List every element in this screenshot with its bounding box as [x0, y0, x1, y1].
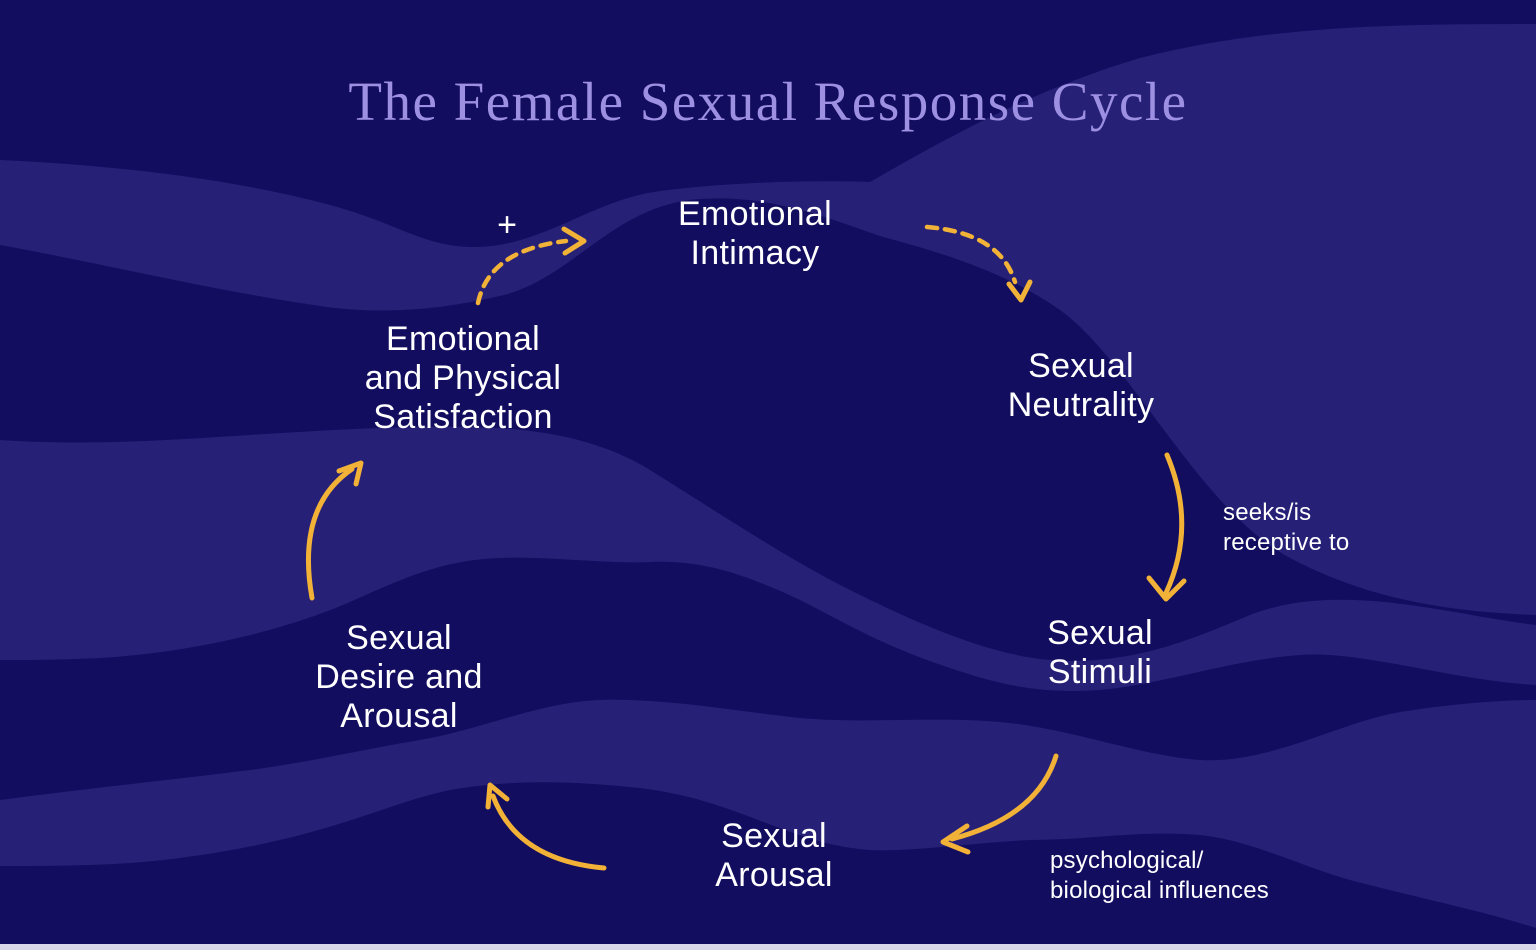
edge-label-line: biological influences [1050, 877, 1270, 904]
stage-label-line: and Physical [364, 359, 562, 397]
arrowhead-up-right-icon [336, 460, 364, 487]
stage-label-line: Arousal [340, 697, 458, 735]
arrow-stimuli-to-arousal [949, 753, 1059, 842]
stage-sexual-neutrality: Sexual Neutrality [1008, 347, 1155, 425]
arrowhead-right-icon [561, 226, 587, 256]
stage-label-line: Sexual [1028, 347, 1134, 385]
arrow-neutrality-to-stimuli [1163, 452, 1185, 596]
arrowhead-down-left-icon [1146, 575, 1187, 602]
dashed-arrow-intimacy-to-neutrality [924, 224, 1018, 285]
stage-label-line: Sexual [1047, 614, 1153, 652]
bottom-strip [0, 944, 1536, 950]
arrow-desire-to-satisfaction [305, 466, 355, 601]
stage-label-line: Neutrality [1007, 386, 1155, 424]
stage-emotional-physical-satisfaction: Emotional and Physical Satisfaction [365, 320, 561, 437]
edge-label-line: seeks/is [1223, 499, 1312, 526]
stage-sexual-arousal: Sexual Arousal [715, 817, 832, 895]
arrowhead-up-left-icon [485, 782, 510, 810]
stage-label-line: Sexual [721, 817, 827, 855]
stage-emotional-intimacy: Emotional Intimacy [678, 195, 832, 273]
plus-sign: + [497, 206, 517, 244]
arrow-arousal-to-desire [490, 793, 607, 871]
stage-label-line: Sexual [346, 619, 452, 657]
stage-label-line: Emotional [678, 195, 832, 233]
wave-band-bottom [0, 699, 1536, 928]
wave-band-top [0, 24, 1536, 615]
stage-label-line: Satisfaction [373, 398, 553, 436]
edge-label-seeks-receptive: seeks/is receptive to [1223, 498, 1349, 558]
edge-label-line: psychological/ [1050, 847, 1204, 874]
stage-label-line: Intimacy [690, 234, 820, 272]
edge-label-psychological-biological: psychological/ biological influences [1050, 846, 1269, 906]
wave-band-middle [0, 426, 1536, 691]
stage-label-line: Desire and [315, 658, 483, 696]
stage-label-line: Stimuli [1047, 653, 1153, 691]
arrowhead-left-icon [940, 823, 971, 855]
arrowhead-down-icon [1006, 279, 1033, 303]
stage-label-line: Arousal [715, 856, 833, 894]
edge-label-line: receptive to [1223, 529, 1350, 556]
stage-label-line: Emotional [386, 320, 540, 358]
stage-sexual-desire-and-arousal: Sexual Desire and Arousal [315, 619, 482, 736]
page-title: The Female Sexual Response Cycle [348, 71, 1188, 132]
stage-sexual-stimuli: Sexual Stimuli [1047, 614, 1153, 692]
dashed-arrow-satisfaction-to-intimacy [475, 238, 569, 306]
